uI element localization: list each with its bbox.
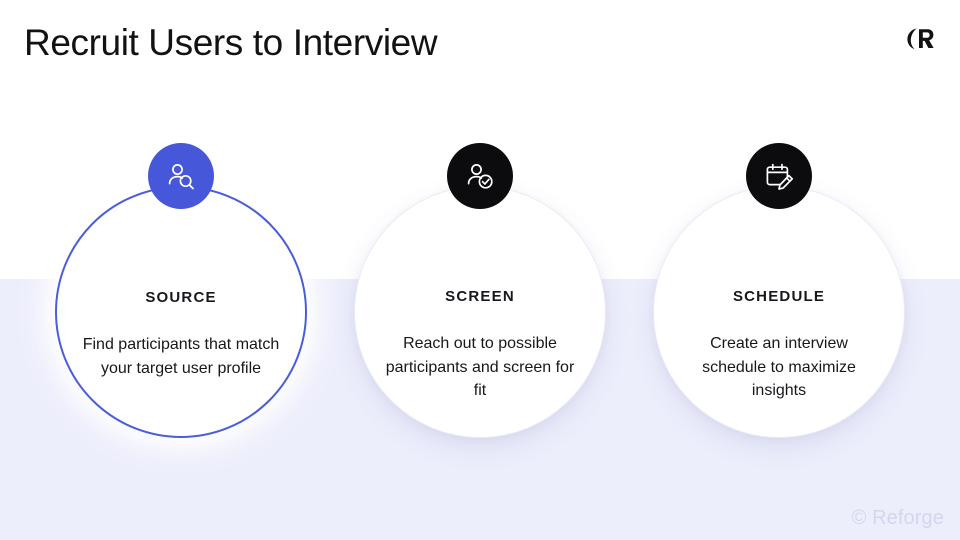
reforge-watermark: © Reforge [851, 507, 944, 529]
step-circle-screen: SCREEN Reach out to possible participant… [354, 186, 606, 438]
step-label-source: SOURCE [145, 289, 217, 306]
step-circle-schedule: SCHEDULE Create an interview schedule to… [653, 186, 905, 438]
step-label-screen: SCREEN [445, 288, 515, 305]
step-description-schedule: Create an interview schedule to maximize… [702, 335, 856, 399]
step-card-screen[interactable]: SCREEN Reach out to possible participant… [354, 143, 606, 443]
step-label-schedule: SCHEDULE [732, 288, 826, 305]
reforge-logo [898, 18, 942, 62]
page-title: Recruit Users to Interview [24, 22, 438, 63]
person-search-icon [148, 143, 214, 209]
step-description-source: Find participants that match your target… [82, 336, 280, 377]
person-check-icon [447, 143, 513, 209]
step-circle-source: SOURCE Find participants that match your… [55, 186, 307, 438]
calendar-pencil-icon [746, 143, 812, 209]
step-card-source[interactable]: SOURCE Find participants that match your… [55, 143, 307, 443]
step-description-screen: Reach out to possible participants and s… [385, 335, 575, 399]
step-card-schedule[interactable]: SCHEDULE Create an interview schedule to… [653, 143, 905, 443]
